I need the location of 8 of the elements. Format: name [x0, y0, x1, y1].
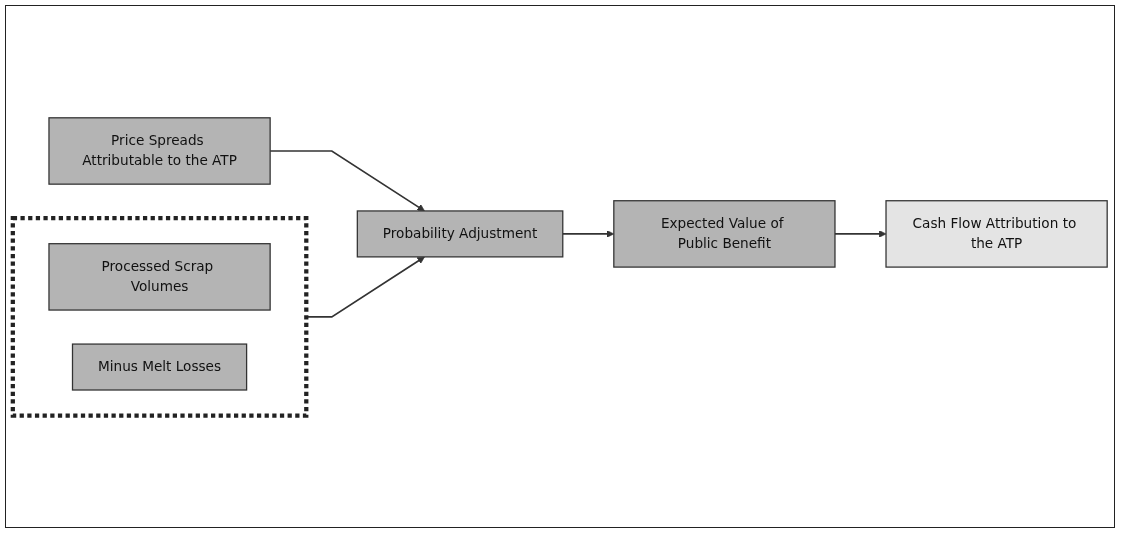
node-box: Expected Value of Public Benefit	[613, 199, 836, 268]
node-box: Cash Flow Attribution to the ATP	[885, 199, 1108, 268]
node-box: Minus Melt Losses	[71, 343, 248, 391]
node-box: Price Spreads Attributable to the ATP	[48, 117, 271, 185]
cluster	[10, 215, 309, 418]
node-box: Processed Scrap Volumes	[48, 242, 271, 311]
arrow	[834, 230, 887, 238]
node-box: Probability Adjustment	[356, 210, 564, 258]
